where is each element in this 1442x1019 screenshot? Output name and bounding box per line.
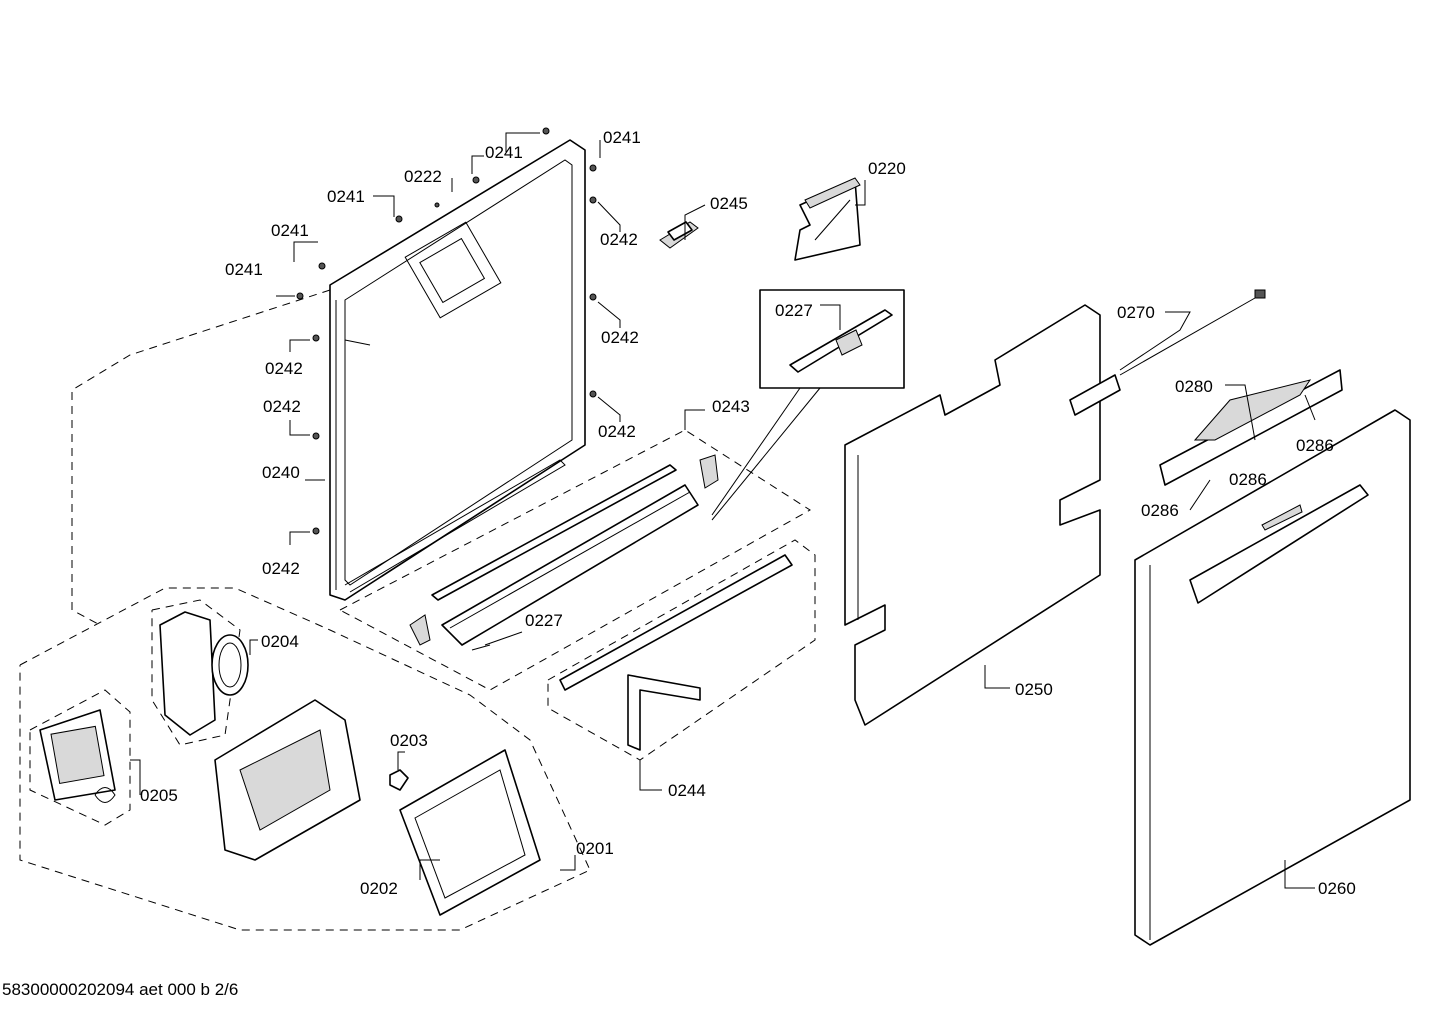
- label-0245: 0245: [710, 194, 748, 213]
- assembly-outline-left: [19, 289, 816, 931]
- label-0260: 0260: [1318, 879, 1356, 898]
- part-labels: 0241 0241 0241 0241 0241 0222 0220 0245 …: [140, 128, 1356, 898]
- hinge-part: [659, 221, 699, 249]
- cover-plate-part: [794, 177, 861, 261]
- screws: [296, 127, 597, 535]
- label-0286: 0286: [1229, 470, 1267, 489]
- label-0243: 0243: [712, 397, 750, 416]
- label-0204: 0204: [261, 632, 299, 651]
- label-0227: 0227: [525, 611, 563, 630]
- label-0227: 0227: [775, 301, 813, 320]
- label-0203: 0203: [390, 731, 428, 750]
- label-0286: 0286: [1141, 501, 1179, 520]
- door-panel-part: [844, 304, 1101, 726]
- label-0241: 0241: [485, 143, 523, 162]
- label-0241: 0241: [271, 221, 309, 240]
- label-0242: 0242: [601, 328, 639, 347]
- label-0286: 0286: [1296, 436, 1334, 455]
- label-0250: 0250: [1015, 680, 1053, 699]
- label-0242: 0242: [263, 397, 301, 416]
- label-0201: 0201: [576, 839, 614, 858]
- label-0280: 0280: [1175, 377, 1213, 396]
- handle-cable-parts: [1069, 289, 1343, 486]
- rail-parts: [409, 454, 719, 651]
- control-module-parts: [39, 611, 541, 916]
- label-0202: 0202: [360, 879, 398, 898]
- bottom-rail-part: [559, 554, 793, 751]
- label-0240: 0240: [262, 463, 300, 482]
- front-panel-part: [1134, 409, 1411, 946]
- label-0241: 0241: [225, 260, 263, 279]
- label-0270: 0270: [1117, 303, 1155, 322]
- label-0241: 0241: [327, 187, 365, 206]
- label-0242: 0242: [598, 422, 636, 441]
- drawing-reference-number: 58300000202094 aet 000 b 2/6: [2, 980, 239, 999]
- label-0220: 0220: [868, 159, 906, 178]
- label-0242: 0242: [262, 559, 300, 578]
- label-0242: 0242: [600, 230, 638, 249]
- label-0241: 0241: [603, 128, 641, 147]
- label-0205: 0205: [140, 786, 178, 805]
- label-0244: 0244: [668, 781, 706, 800]
- detail-inset: [711, 289, 905, 521]
- label-0222: 0222: [404, 167, 442, 186]
- label-0242: 0242: [265, 359, 303, 378]
- leader-lines: [130, 132, 1316, 889]
- door-inner-frame: [329, 139, 586, 601]
